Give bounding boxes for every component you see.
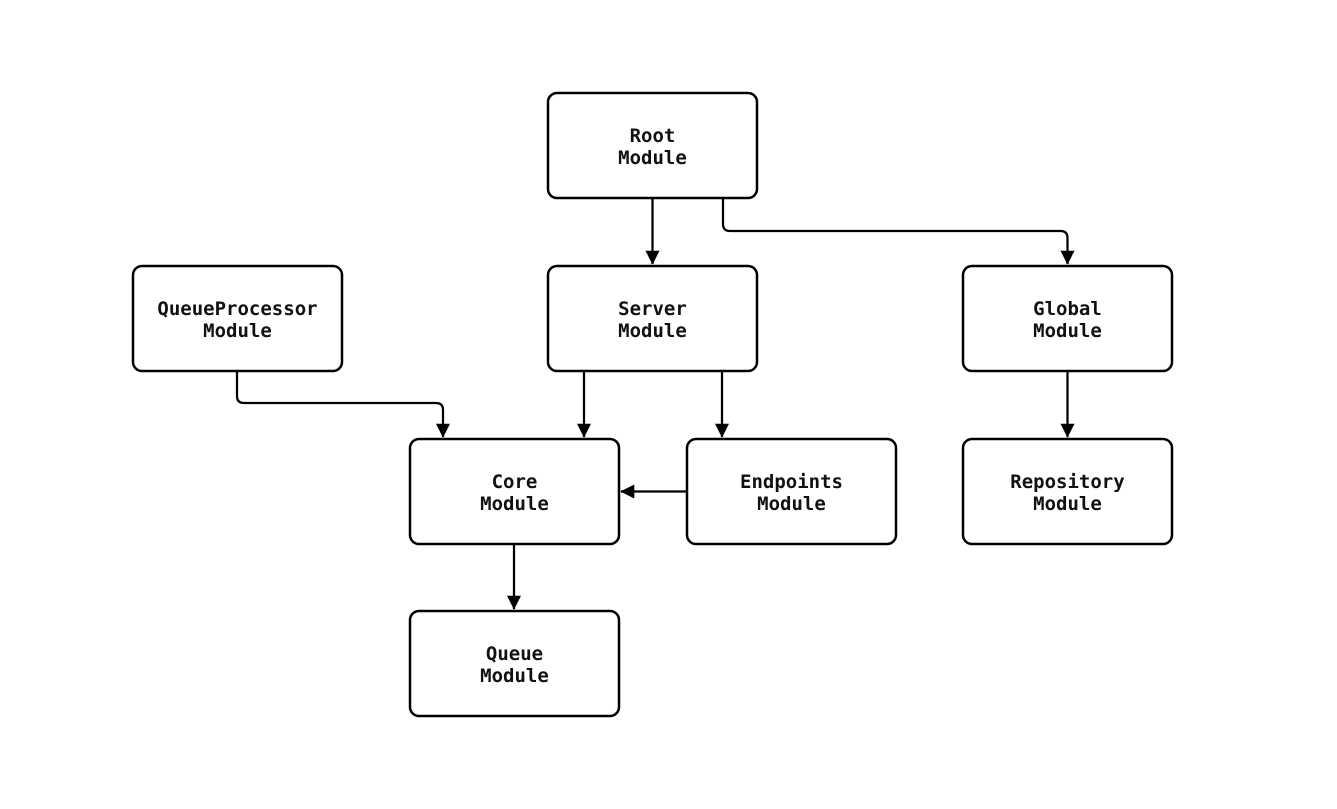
node-core-module: Core Module bbox=[408, 437, 621, 546]
node-label-line2: Module bbox=[618, 320, 687, 342]
node-endpoints-module: Endpoints Module bbox=[685, 437, 898, 546]
node-box bbox=[685, 437, 898, 546]
node-label-line1: Core bbox=[492, 471, 538, 493]
node-label-line2: Module bbox=[1033, 493, 1102, 515]
node-label-line1: Global bbox=[1033, 298, 1102, 320]
node-label-line2: Module bbox=[480, 665, 549, 687]
node-box bbox=[408, 609, 621, 718]
node-box bbox=[546, 91, 759, 200]
node-label-line1: Server bbox=[618, 298, 687, 320]
node-label-line2: Module bbox=[480, 493, 549, 515]
node-label-line1: QueueProcessor bbox=[157, 298, 317, 320]
node-root-module: Root Module bbox=[546, 91, 759, 200]
edge-queueprocessor-to-core bbox=[235, 371, 450, 438]
node-label-line2: Module bbox=[203, 320, 272, 342]
node-label-line1: Endpoints bbox=[740, 471, 843, 493]
node-box bbox=[546, 264, 759, 373]
node-server-module: Server Module bbox=[546, 264, 759, 373]
node-queueprocessor-module: QueueProcessor Module bbox=[131, 264, 344, 373]
node-label-line1: Queue bbox=[486, 643, 543, 665]
node-repository-module: Repository Module bbox=[961, 437, 1174, 546]
node-label-line2: Module bbox=[1033, 320, 1102, 342]
node-label-line1: Repository bbox=[1010, 471, 1124, 493]
node-label-line2: Module bbox=[757, 493, 826, 515]
edge-layer bbox=[235, 198, 1075, 610]
node-global-module: Global Module bbox=[961, 264, 1174, 373]
node-box bbox=[961, 264, 1174, 373]
node-label-line2: Module bbox=[618, 147, 687, 169]
node-queue-module: Queue Module bbox=[408, 609, 621, 718]
node-label-line1: Root bbox=[630, 125, 676, 147]
node-box bbox=[408, 437, 621, 546]
node-box bbox=[131, 264, 344, 373]
node-box bbox=[961, 437, 1174, 546]
edge-root-to-global bbox=[721, 198, 1075, 265]
